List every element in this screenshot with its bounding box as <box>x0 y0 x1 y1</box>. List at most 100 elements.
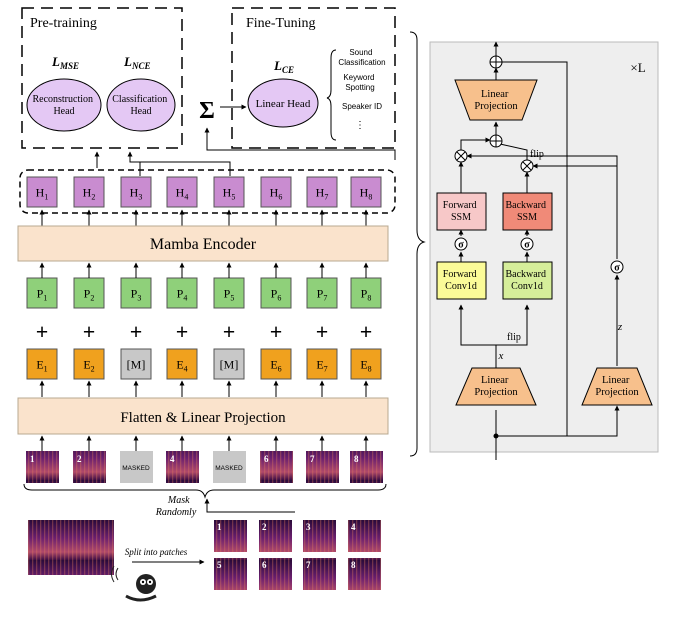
sigma-node-forward: σ <box>454 237 468 251</box>
patch-2: 2 <box>73 451 106 483</box>
position-token-4: P4 <box>166 277 198 309</box>
patch-number: 8 <box>354 454 359 464</box>
multiply-node-backward <box>520 159 534 173</box>
task-sound-classification: Sound Classification <box>338 48 385 67</box>
embedding-token-2-label: E2 <box>83 358 94 374</box>
add-node-mid <box>489 134 503 148</box>
split-into-patches-label: Split into patches <box>125 547 188 557</box>
masked-patch-label: MASKED <box>215 465 243 472</box>
position-token-3-label: P3 <box>131 287 142 303</box>
flatten-projection <box>17 397 389 435</box>
finetuning-title: Fine-Tuning <box>246 16 316 31</box>
hidden-token-6-label: H6 <box>270 186 283 202</box>
hidden-to-heads-arrows <box>94 127 396 176</box>
z-linear-projection-label: Linear Projection <box>595 375 639 398</box>
backward-conv1d <box>502 261 553 300</box>
classification-head-label: Classification Head <box>112 94 170 117</box>
patch-number: 4 <box>170 454 175 464</box>
position-token-6-label: P6 <box>271 287 282 303</box>
reconstruction-head-label: Reconstruction Head <box>32 94 95 117</box>
plus-sign-7: + <box>316 319 329 344</box>
top-linear-projection-label: Linear Projection <box>474 89 518 112</box>
position-token-6: P6 <box>260 277 292 309</box>
hidden-token-3-label: H3 <box>130 186 143 202</box>
add-node-top <box>489 55 503 69</box>
pretraining-panel: Pre-training LMSE LNCE Reconstruction He… <box>21 7 183 149</box>
top-linear-projection <box>454 79 538 121</box>
sigma-sum: Σ <box>199 98 215 124</box>
plus-sign-4: + <box>176 319 189 344</box>
linear-head-label: Linear Head <box>256 98 311 110</box>
patch-7: 7 <box>306 451 339 483</box>
backward-ssm <box>502 192 553 231</box>
position-token-7: P7 <box>306 277 338 309</box>
svg-text:σ: σ <box>524 240 530 251</box>
x-linear-projection-label: Linear Projection <box>474 375 518 398</box>
grid-patch-7: 7 <box>303 558 336 590</box>
hidden-token-2: H2 <box>73 176 105 208</box>
x-linear-projection <box>455 367 537 406</box>
loss-mse-label: LMSE <box>51 54 79 71</box>
embedding-token-2: E2 <box>73 348 105 380</box>
position-token-1-label: P1 <box>37 287 48 303</box>
masked-patch-3: MASKED <box>120 451 153 483</box>
x-label: x <box>498 350 504 362</box>
patch-number: 2 <box>77 454 82 464</box>
hidden-token-7-label: H7 <box>316 186 329 202</box>
patch-8: 8 <box>350 451 383 483</box>
mask-randomly-label: Mask Randomly <box>155 495 197 518</box>
mask-token-3: [M] <box>120 348 152 380</box>
embedding-token-1-label: E1 <box>36 358 47 374</box>
linear-head <box>247 78 319 128</box>
position-token-8-label: P8 <box>361 287 372 303</box>
embedding-token-4: E4 <box>166 348 198 380</box>
plus-sign-5: + <box>223 319 236 344</box>
position-token-1: P1 <box>26 277 58 309</box>
masked-patch-5: MASKED <box>213 451 246 483</box>
position-token-5: P5 <box>213 277 245 309</box>
grid-patch-6: 6 <box>259 558 292 590</box>
hidden-token-2-label: H2 <box>83 186 96 202</box>
sigma-node-gate: σ <box>610 260 624 274</box>
backward-conv1d-label: Backward Conv1d <box>505 269 548 292</box>
hidden-token-6: H6 <box>260 176 292 208</box>
z-label: z <box>617 321 623 333</box>
svg-text:σ: σ <box>614 263 620 274</box>
plus-sign-8: + <box>360 319 373 344</box>
embedding-token-7: E7 <box>306 348 338 380</box>
patch-brace <box>23 483 387 499</box>
grid-patch-2: 2 <box>259 520 292 552</box>
plus-sign-1: + <box>36 319 49 344</box>
position-token-row: P1 P2 P3 P4 P5 P6 P7 P8 <box>26 262 382 309</box>
hidden-token-8: H8 <box>350 176 382 208</box>
plus-sign-6: + <box>270 319 283 344</box>
task-speaker-id: Speaker ID <box>342 102 382 111</box>
hidden-token-4: H4 <box>166 176 198 208</box>
hidden-token-4-label: H4 <box>176 186 189 202</box>
finetuning-panel: Fine-Tuning LCE Linear Head Sound Classi… <box>231 7 396 149</box>
embedding-token-8: E8 <box>350 348 382 380</box>
task-more: ⋮ <box>355 120 365 131</box>
hidden-token-7: H7 <box>306 176 338 208</box>
patch-number: 1 <box>30 454 35 464</box>
position-token-3: P3 <box>120 277 152 309</box>
grid-patch-number: 6 <box>262 560 267 570</box>
grid-patch-number: 5 <box>217 560 222 570</box>
embedding-token-6: E6 <box>260 348 292 380</box>
plus-sign-3: + <box>130 319 143 344</box>
mask-token-3-label: [M] <box>127 358 146 372</box>
forward-conv1d <box>436 261 487 300</box>
position-token-4-label: P4 <box>177 287 188 303</box>
forward-ssm <box>436 192 487 231</box>
grid-patch-number: 1 <box>217 522 222 532</box>
embedding-token-6-label: E6 <box>270 358 281 374</box>
pretraining-title: Pre-training <box>30 16 97 31</box>
grid-patch-number: 3 <box>306 522 311 532</box>
block-wires <box>458 41 620 460</box>
embedding-token-7-label: E7 <box>316 358 327 374</box>
position-token-2-label: P2 <box>84 287 95 303</box>
